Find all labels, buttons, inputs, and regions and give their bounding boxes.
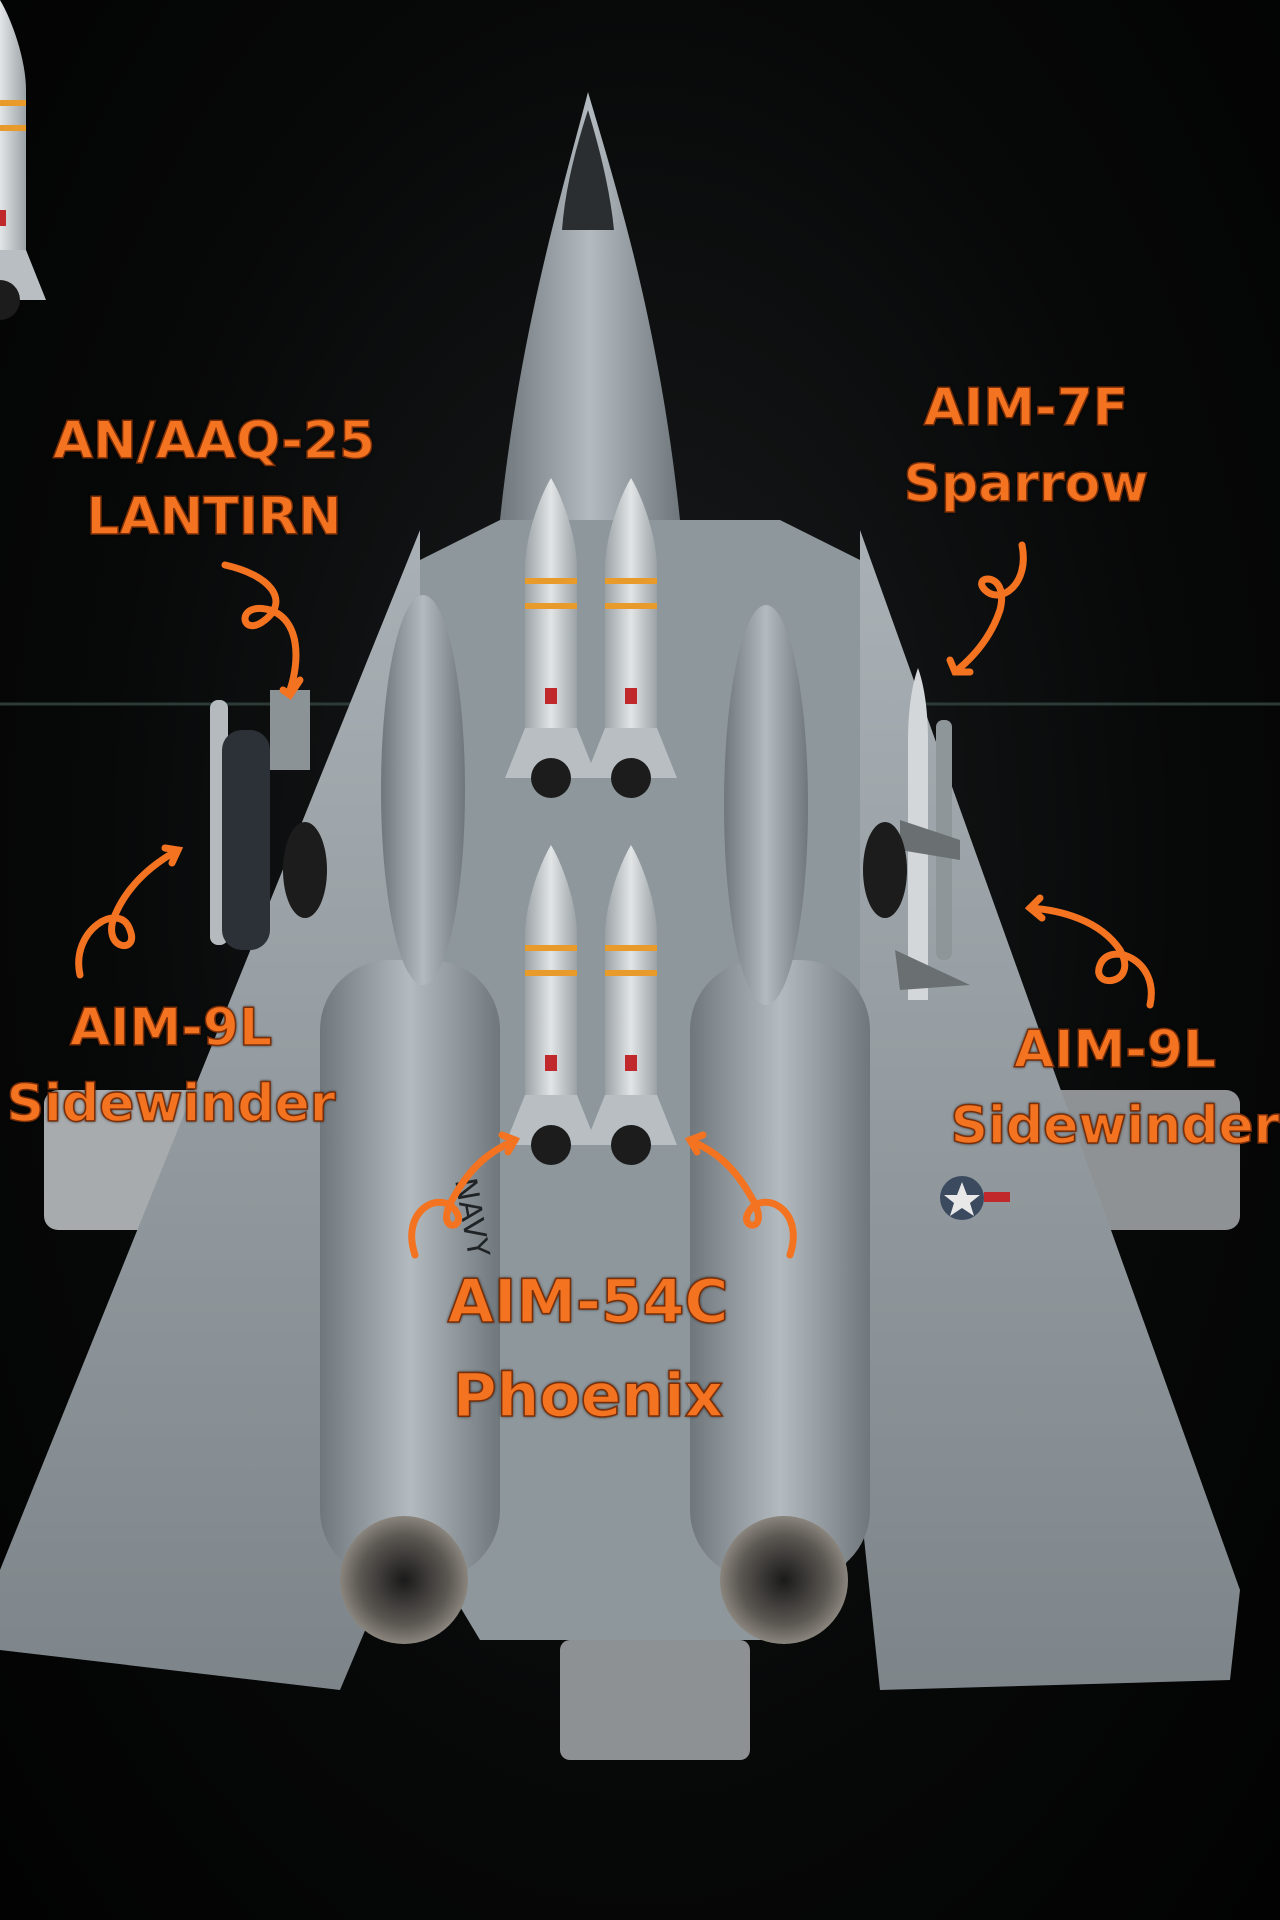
left-fuel-tank	[381, 595, 465, 985]
right-nozzle	[720, 1516, 848, 1644]
annotation-arrows	[75, 541, 1155, 1259]
right-nacelle	[690, 960, 870, 1580]
label-lantirn: AN/AAQ-25 LANTIRN	[52, 403, 376, 555]
stand-base-rear	[560, 1640, 750, 1760]
label-line: Sparrow	[903, 453, 1149, 515]
label-line: AIM-9L	[1013, 1019, 1217, 1081]
canopy	[562, 110, 614, 230]
left-wing	[0, 530, 420, 1690]
nose	[500, 92, 680, 520]
right-main-gear	[863, 822, 907, 918]
right-fuel-tank	[724, 605, 808, 1005]
lantirn-pod	[222, 730, 270, 950]
arrow-phoenix-right	[686, 1136, 797, 1259]
label-sparrow: AIM-7F Sparrow	[903, 370, 1149, 522]
left-main-gear	[283, 822, 327, 918]
arrow-phoenix-left	[408, 1136, 519, 1259]
label-sidewinder-left: AIM-9L Sidewinder	[6, 990, 336, 1142]
label-line: AIM-54C	[447, 1266, 729, 1338]
arrow-sidewinder-left	[75, 846, 182, 979]
label-phoenix: AIM-54C Phoenix	[447, 1255, 729, 1443]
arrow-sidewinder-right	[1026, 904, 1155, 1009]
left-nacelle	[320, 960, 500, 1580]
left-nozzle	[340, 1516, 468, 1644]
label-line: AN/AAQ-25	[52, 410, 376, 472]
label-line: Sidewinder	[950, 1095, 1280, 1157]
label-line: LANTIRN	[86, 486, 343, 548]
left-pylon	[270, 690, 310, 770]
right-wing	[860, 530, 1240, 1690]
label-sidewinder-right: AIM-9L Sidewinder	[950, 1012, 1280, 1164]
navy-star-insignia	[940, 1176, 1010, 1220]
arrow-lantirn	[221, 561, 300, 694]
label-line: Phoenix	[452, 1360, 724, 1432]
phoenix-missiles	[0, 0, 677, 1165]
label-line: AIM-7F	[923, 377, 1129, 439]
arrow-sparrow	[951, 541, 1027, 676]
label-line: AIM-9L	[69, 997, 273, 1059]
label-line: Sidewinder	[6, 1073, 336, 1135]
